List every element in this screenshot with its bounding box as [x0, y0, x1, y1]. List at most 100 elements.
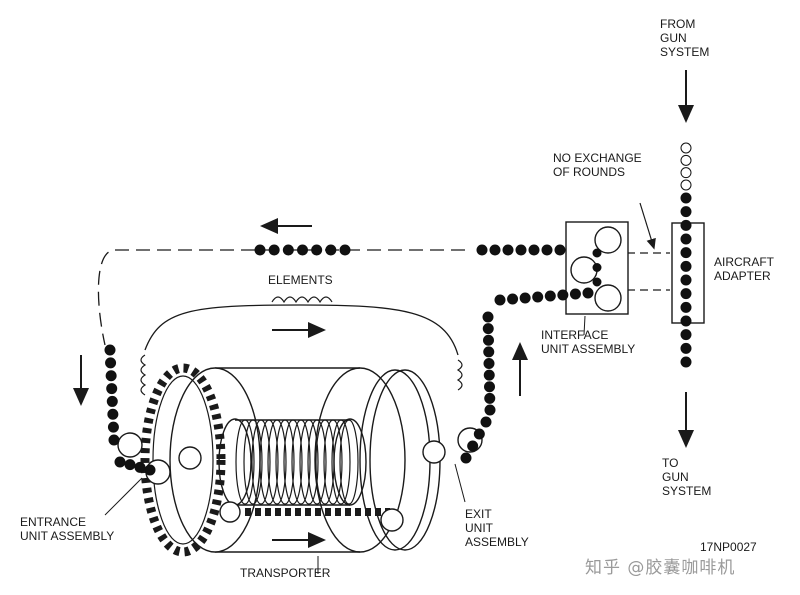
- round: [519, 292, 531, 304]
- round: [134, 461, 146, 473]
- spiral-coil: [267, 419, 287, 505]
- round: [476, 244, 488, 256]
- adapter-connector-lines: [627, 252, 670, 291]
- round: [483, 346, 495, 358]
- round: [482, 311, 494, 323]
- entrance-sprocket-a: [117, 432, 143, 458]
- round: [680, 233, 692, 245]
- round: [554, 244, 566, 256]
- interface-sprocket-middle: [570, 256, 598, 284]
- round: [680, 301, 692, 313]
- round: [483, 369, 495, 381]
- round: [528, 244, 540, 256]
- round: [557, 289, 569, 301]
- label-elements: ELEMENTS: [268, 273, 333, 287]
- round: [507, 293, 519, 305]
- interface-sprocket-bottom: [594, 284, 622, 312]
- round: [268, 244, 280, 256]
- round: [680, 288, 692, 300]
- left-spring: [140, 354, 147, 396]
- leader-exit: [454, 463, 466, 503]
- label-to-gun-system: TO GUN SYSTEM: [662, 456, 712, 498]
- label-interface-unit: INTERFACE UNIT ASSEMBLY: [541, 328, 636, 356]
- round: [680, 274, 692, 286]
- round: [680, 167, 692, 179]
- round: [254, 244, 266, 256]
- bottom-sprocket: [219, 501, 241, 523]
- spiral-coil: [315, 419, 335, 505]
- round: [541, 244, 553, 256]
- round: [483, 358, 495, 369]
- round: [680, 356, 692, 368]
- interface-sprocket-top: [594, 226, 622, 254]
- exit-sprocket-c: [380, 508, 404, 532]
- round: [282, 244, 294, 256]
- round: [106, 395, 118, 407]
- round: [592, 263, 602, 272]
- round: [489, 244, 501, 256]
- round: [680, 142, 692, 154]
- spiral-coil: [331, 419, 351, 505]
- label-entrance-unit: ENTRANCE UNIT ASSEMBLY: [20, 515, 115, 543]
- round: [467, 440, 479, 452]
- round: [105, 357, 117, 369]
- round: [515, 244, 527, 256]
- round: [502, 244, 514, 256]
- spiral-coil: [243, 419, 263, 505]
- figure-id: 17NP0027: [700, 540, 757, 554]
- round: [107, 408, 119, 420]
- leader-entrance: [104, 477, 143, 516]
- spiral-coil: [235, 419, 255, 505]
- entrance-sprocket-c: [178, 446, 202, 470]
- spiral-coil: [275, 419, 295, 505]
- round: [104, 344, 116, 356]
- round: [106, 383, 118, 395]
- round: [569, 288, 581, 300]
- ammunition-rounds: [104, 142, 692, 476]
- spiral-coil: [291, 419, 311, 505]
- label-exit-unit: EXIT UNIT ASSEMBLY: [465, 507, 529, 549]
- label-transporter: TRANSPORTER: [240, 566, 331, 580]
- round: [592, 277, 602, 287]
- round: [680, 329, 692, 341]
- round: [107, 421, 119, 433]
- round: [494, 294, 506, 306]
- round: [105, 370, 117, 382]
- round: [592, 248, 602, 258]
- round: [484, 381, 495, 393]
- exit-sprocket-b: [422, 440, 446, 464]
- round: [484, 404, 496, 416]
- spiral-coil: [299, 419, 319, 505]
- arrow-no-exchange: [639, 202, 656, 250]
- right-spring: [456, 359, 463, 391]
- entrance-gear-ring: [140, 363, 226, 557]
- round: [114, 456, 126, 468]
- round: [680, 154, 692, 166]
- round: [325, 244, 337, 256]
- round: [680, 342, 692, 354]
- spiral-coil: [339, 419, 359, 505]
- round: [124, 459, 136, 471]
- round: [582, 287, 594, 299]
- element-return-path: [97, 249, 465, 346]
- label-aircraft-adapter: AIRCRAFT ADAPTER: [714, 255, 774, 283]
- round: [460, 452, 472, 464]
- round: [680, 219, 692, 231]
- round: [297, 244, 308, 256]
- spiral-coil: [259, 419, 279, 505]
- round: [680, 179, 692, 191]
- elements-spring: [271, 296, 333, 304]
- watermark: 知乎 @胶囊咖啡机: [585, 558, 736, 578]
- round: [480, 416, 492, 428]
- round: [482, 323, 494, 335]
- transporter-spiral: [235, 419, 359, 505]
- round: [680, 192, 692, 204]
- round: [483, 334, 494, 346]
- round: [544, 290, 556, 302]
- label-no-exchange: NO EXCHANGE OF ROUNDS: [553, 151, 642, 179]
- spiral-coil: [307, 419, 327, 505]
- upper-conveyor-path: [144, 304, 459, 356]
- round: [339, 244, 351, 256]
